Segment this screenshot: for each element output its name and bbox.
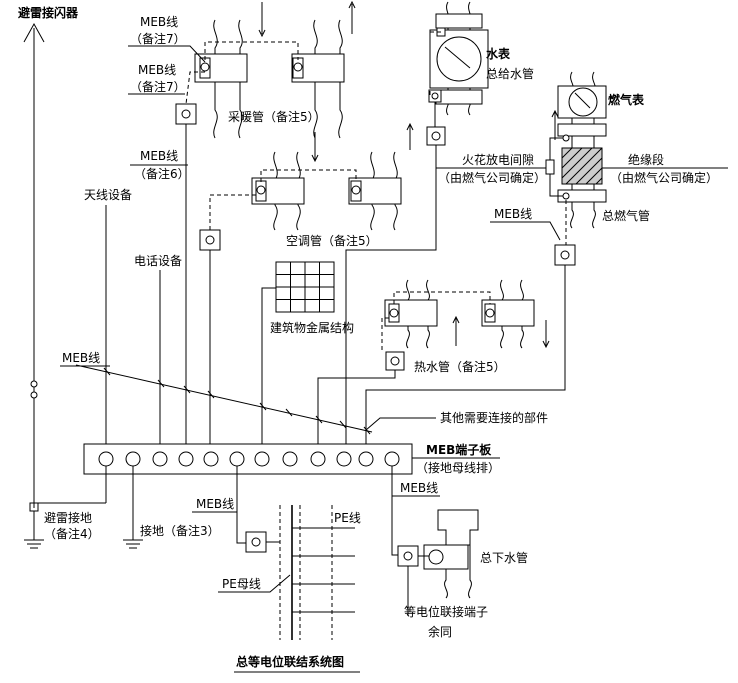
water-meter-label: 水表 [486, 46, 511, 61]
spark-gap-note: （由燃气公司确定） [438, 170, 546, 185]
gas-meter-symbol [365, 71, 607, 455]
lightning-to-board [33, 502, 106, 508]
meb-main-label: MEB线 [62, 351, 100, 365]
meb-bottom-label: MEB线 [196, 497, 234, 511]
other-parts-label: 其他需要连接的部件 [440, 410, 548, 425]
ground-note3-label: 接地（备注3） [140, 523, 220, 538]
meb-diagonal-ticks [103, 367, 371, 435]
other-parts-leader [365, 417, 436, 431]
insulating-section-note: （由燃气公司确定） [610, 170, 718, 185]
building-metal-grid [261, 261, 335, 455]
heating-pipe-symbol [194, 0, 356, 139]
spark-gap-label: 火花放电间隙 [462, 152, 534, 167]
meb-diagonal-line [75, 364, 373, 433]
lightning-arrester-label: 避雷接闪器 [18, 5, 79, 20]
meb-terminal-label: MEB端子板 [426, 442, 492, 457]
heating-pipe-label: 采暖管（备注5） [228, 109, 320, 124]
meb-note6-label: MEB线 [140, 149, 178, 163]
pe-line-label: PE线 [334, 511, 361, 525]
water-meter-symbol [345, 1, 489, 455]
meb-note7-a-label: MEB线 [140, 15, 178, 29]
hot-water-pipe-label: 热水管（备注5） [414, 359, 506, 374]
lightning-ground-label: 避雷接地 [44, 510, 92, 525]
diagram-title: 总等电位联结系统图 [236, 654, 344, 669]
meb-terminal-board [83, 443, 413, 475]
ac-pipe-label: 空调管（备注5） [286, 233, 378, 248]
heating-terminal-ring [181, 109, 191, 119]
main-drain-pipe-label: 总下水管 [480, 550, 528, 565]
ac-pipe-symbol [199, 132, 402, 251]
meb-note7-b-label: MEB线 [138, 63, 176, 77]
meb-terminal-note: （接地母线排） [416, 460, 500, 475]
main-water-pipe-label: 总给水管 [486, 66, 534, 81]
heating-dash-link [185, 71, 205, 105]
meb-right-label: MEB线 [400, 481, 438, 495]
drain-pipe-symbol [397, 509, 479, 599]
ground-symbol [123, 539, 143, 549]
pe-terminal-ring [251, 537, 261, 547]
meb-gas-label: MEB线 [494, 207, 532, 221]
main-gas-pipe-label: 总燃气管 [602, 208, 650, 223]
lightning-arrester-symbol [23, 22, 45, 549]
drain-meb-line [391, 466, 398, 556]
insulating-section-label: 绝缘段 [628, 152, 664, 167]
pe-bus-label: PE母线 [222, 577, 261, 591]
pe-meb-line [236, 466, 246, 544]
meb-note6-sub: （备注6） [134, 166, 190, 181]
equipotential-terminal-label: 等电位联接端子 [404, 604, 488, 619]
lightning-ground-note: （备注4） [44, 526, 100, 541]
hot-water-pipe-symbol [317, 279, 550, 455]
antenna-label: 天线设备 [84, 188, 132, 202]
gas-meter-label: 燃气表 [608, 92, 645, 107]
building-metal-label: 建筑物金属结构 [270, 320, 354, 335]
pe-bus-leader [218, 574, 291, 593]
phone-label: 电话设备 [134, 254, 182, 268]
same-as-label: 余同 [428, 624, 452, 639]
pe-bus-symbol [279, 505, 355, 640]
meb-gas-leader [490, 221, 561, 241]
meb-note7-a-leader [128, 45, 206, 63]
meb-note7-b-sub: （备注7） [130, 79, 186, 94]
meb-note7-a-sub: （备注7） [130, 31, 186, 46]
